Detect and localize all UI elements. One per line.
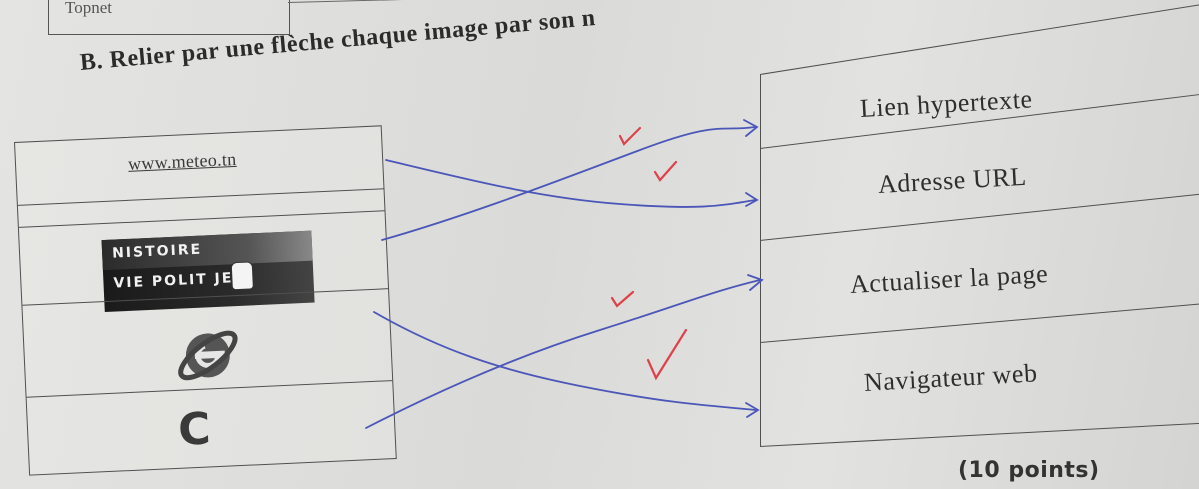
check-mark-icon — [646, 328, 688, 381]
arrow-head-icon — [745, 192, 759, 207]
check-mark-icon — [610, 290, 635, 308]
header-box: Topnet — [48, 0, 290, 35]
label-table: Lien hypertexte Adresse URL Actualiser l… — [759, 2, 1199, 447]
internet-explorer-icon — [178, 330, 238, 381]
arrow-browser-to-navigateur — [373, 311, 757, 411]
header-box-label: Topnet — [65, 0, 112, 17]
arrow-head-icon — [743, 119, 759, 137]
image-row-browser — [22, 288, 393, 398]
check-mark-icon — [653, 160, 678, 182]
check-mark-icon — [618, 126, 642, 146]
arrow-head-icon — [747, 274, 764, 291]
label-table-left-border — [760, 74, 761, 446]
arrow-refresh-to-actualiser — [365, 279, 761, 429]
image-table: www.meteo.tn NISTOIRE VIE POLIT JE > C — [14, 125, 397, 476]
arrow-menu-to-lien — [381, 126, 756, 241]
points-label: (10 points) — [958, 458, 1100, 483]
arrow-head-icon — [745, 402, 760, 418]
arrow-url-to-adresse — [385, 159, 756, 208]
